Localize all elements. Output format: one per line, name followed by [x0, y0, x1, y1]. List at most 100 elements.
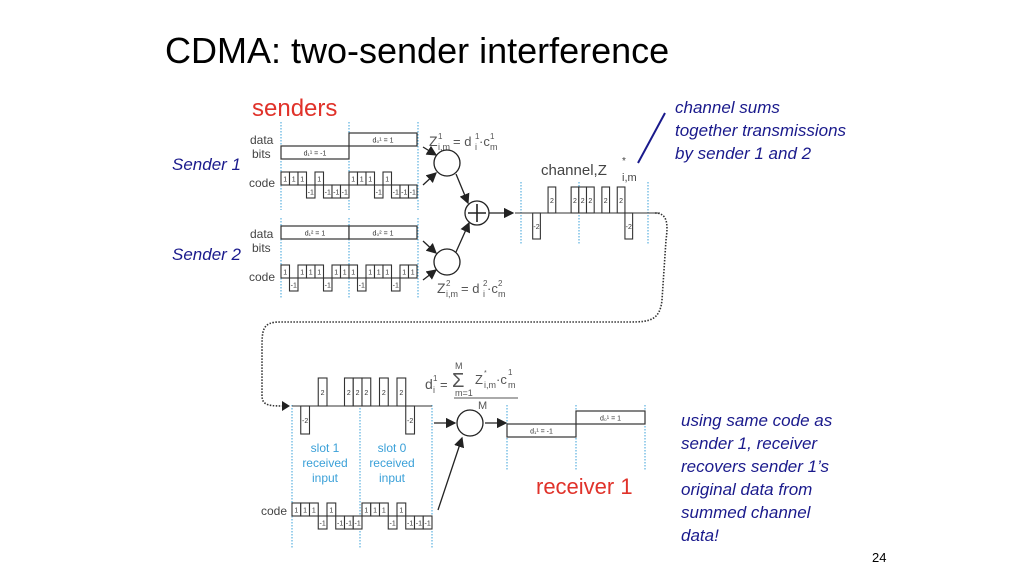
- data-bit: [348, 132, 418, 147]
- slot0-received-label: slot 0 received input: [369, 441, 414, 485]
- chip-value: 1: [329, 508, 333, 515]
- chip-value: -1: [325, 283, 331, 290]
- chip-value: 1: [317, 177, 321, 184]
- receiver-note-line: summed channel: [681, 503, 811, 522]
- svg-text:received: received: [369, 456, 414, 470]
- sender1-code-label: code: [249, 176, 275, 190]
- data-bit: [575, 410, 646, 425]
- chip-value: 1: [317, 270, 321, 277]
- svg-text:Z: Z: [437, 280, 446, 296]
- chip-value: 1: [399, 508, 403, 515]
- svg-text:= d: = d: [453, 134, 471, 149]
- data-bit: [506, 423, 577, 438]
- slide-title: CDMA: two-sender interference: [165, 30, 670, 71]
- receiver-code-label: code: [261, 504, 287, 518]
- chip-value: -1: [325, 190, 331, 197]
- chip-value: 1: [368, 270, 372, 277]
- chip-value: 1: [377, 270, 381, 277]
- receiver-note-line: recovers sender 1’s: [681, 457, 830, 476]
- svg-text:1: 1: [433, 374, 438, 383]
- data-bit-label: d₀¹ = 1: [373, 138, 394, 145]
- chip-value: 1: [283, 177, 287, 184]
- data-bit-label: d₁² = 1: [305, 231, 326, 238]
- sender2-multiplier: [433, 248, 461, 276]
- receiver-heading: receiver 1: [536, 474, 633, 499]
- svg-text:2: 2: [446, 279, 451, 288]
- chip-value: -1: [346, 521, 352, 528]
- svg-text:*: *: [484, 370, 487, 377]
- channel-label: channel,Z: [541, 162, 607, 179]
- svg-text:i: i: [483, 289, 485, 299]
- sum-operator: [464, 200, 490, 226]
- chip-value: 1: [351, 270, 355, 277]
- svg-text:1: 1: [475, 132, 480, 141]
- chip-value: 2: [581, 198, 585, 205]
- chip-value: -1: [359, 283, 365, 290]
- chip-value: -1: [425, 521, 431, 528]
- chip-value: 2: [550, 198, 554, 205]
- svg-text:Z: Z: [475, 372, 483, 387]
- slot1-received-label: slot 1 received input: [302, 441, 347, 485]
- svg-text:·c: ·c: [479, 134, 490, 149]
- channel-note-line: together transmissions: [675, 121, 847, 140]
- channel-note: channel sums together transmissions by s…: [675, 96, 846, 165]
- svg-text:i,m: i,m: [484, 380, 496, 390]
- channel-note-line: by sender 1 and 2: [675, 144, 812, 163]
- data-bit-label: d₀¹ = 1: [600, 416, 621, 423]
- svg-text:i: i: [475, 142, 477, 152]
- svg-text:i,m: i,m: [438, 142, 450, 152]
- channel-note-line: channel sums: [675, 98, 780, 117]
- receiver-decoded-bits: d₁¹ = -1 d₀¹ = 1: [506, 410, 646, 438]
- svg-text:Σ: Σ: [452, 370, 464, 392]
- chip-value: 1: [309, 270, 313, 277]
- chip-value: 2: [321, 390, 325, 397]
- channel-subscript: i,m: [622, 172, 637, 184]
- chip-value: -1: [407, 521, 413, 528]
- svg-text:1: 1: [438, 132, 443, 141]
- chip-value: -1: [320, 521, 326, 528]
- svg-text:=: =: [440, 377, 448, 392]
- chip-value: 1: [334, 270, 338, 277]
- receiver-input-arrowhead: [282, 401, 290, 411]
- sender1-bits-label: bits: [252, 147, 271, 161]
- chip-value: -2: [302, 418, 308, 425]
- sender1-data-label: data: [250, 133, 274, 147]
- svg-text:slot 1: slot 1: [311, 441, 340, 455]
- chip-value: 2: [399, 390, 403, 397]
- chip-value: -2: [533, 224, 539, 231]
- data-bit: [280, 145, 350, 160]
- chip-value: 1: [360, 177, 364, 184]
- chip-value: 2: [382, 390, 386, 397]
- svg-text:1: 1: [490, 132, 495, 141]
- chip-value: 1: [382, 508, 386, 515]
- chip-value: 1: [343, 270, 347, 277]
- chip-value: 1: [292, 177, 296, 184]
- sender2-bits-label: bits: [252, 241, 271, 255]
- svg-text:2: 2: [483, 279, 488, 288]
- svg-text:slot 0: slot 0: [378, 441, 407, 455]
- chip-value: 1: [402, 270, 406, 277]
- chip-value: -1: [393, 283, 399, 290]
- chip-value: 1: [300, 270, 304, 277]
- chip-value: 2: [356, 390, 360, 397]
- chip-value: -1: [416, 521, 422, 528]
- svg-text:m=1: m=1: [455, 388, 473, 398]
- svg-text:m: m: [508, 380, 516, 390]
- channel-note-pointer: [637, 112, 666, 164]
- receiver-note-line: data!: [681, 526, 719, 545]
- svg-text:d: d: [425, 376, 433, 392]
- svg-text:M: M: [455, 361, 463, 371]
- chip-value: -1: [410, 190, 416, 197]
- chip-value: -1: [376, 190, 382, 197]
- chip-value: -1: [401, 190, 407, 197]
- channel-superscript: *: [622, 156, 626, 167]
- chip-value: 1: [303, 508, 307, 515]
- chip-value: -1: [308, 190, 314, 197]
- data-bit-label: d₁¹ = -1: [530, 429, 553, 436]
- receiver-note-line: using same code as: [681, 411, 833, 430]
- chip-value: -1: [291, 283, 297, 290]
